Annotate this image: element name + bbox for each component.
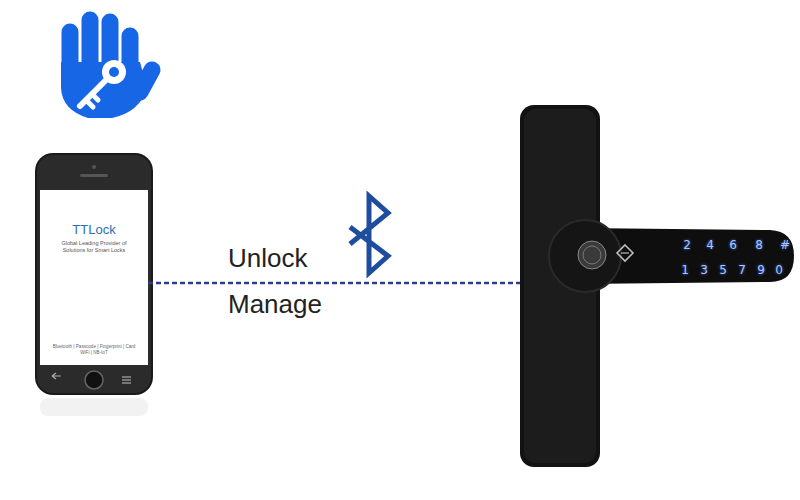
app-tagline: Global Leading Provider of Solutions for… (52, 240, 136, 254)
keypad-digit: 3 (700, 263, 708, 277)
keypad-digit: 0 (775, 263, 783, 277)
edge-caption: Manage (228, 289, 322, 320)
phone-screen: TTLockGlobal Leading Provider of Solutio… (40, 190, 148, 365)
edge-label: Unlock (228, 243, 307, 274)
keypad-digit: 1 (681, 263, 689, 277)
phone (35, 153, 153, 416)
bluetooth-link (148, 282, 520, 285)
app-name: TTLock (44, 222, 144, 238)
keypad-digit: 9 (757, 263, 765, 277)
keypad-digit: 2 (683, 238, 691, 252)
feature-list: Bluetooth | Passcode | Fingerprint | Car… (48, 344, 140, 355)
keypad-digit: 4 (706, 238, 714, 252)
keypad-digit: 5 (719, 263, 727, 277)
keypad-digit: 7 (738, 263, 746, 277)
keypad-digit: 8 (755, 238, 763, 252)
keypad-digit: # (780, 238, 790, 252)
bluetooth-symbol (350, 196, 388, 273)
app-icon (61, 20, 152, 118)
lock-body (520, 100, 795, 470)
keypad-digit: 6 (729, 238, 737, 252)
smart-lock: 2 4 6 8 #135790 (520, 100, 795, 470)
